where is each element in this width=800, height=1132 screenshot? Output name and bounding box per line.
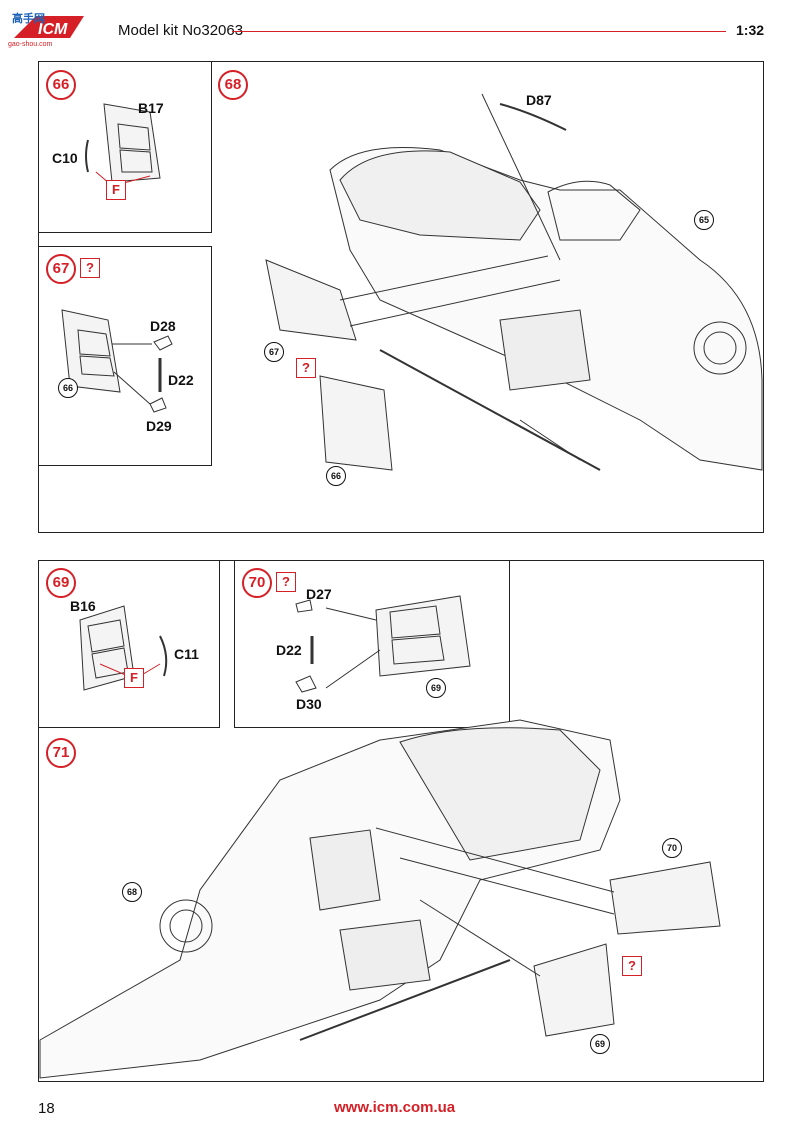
glue-f-icon: F	[106, 180, 126, 200]
helicopter-68-drawing	[265, 93, 763, 471]
part-d30-label: D30	[296, 696, 322, 712]
kit-scale: 1:32	[736, 22, 765, 38]
step-71-question-icon: ?	[622, 956, 642, 976]
step-69-number: 69	[46, 568, 76, 598]
part-b17-label: B17	[138, 100, 164, 116]
part-d29-label: D29	[146, 418, 172, 434]
door-67-drawing	[61, 309, 173, 413]
part-c10-label: C10	[52, 150, 78, 166]
step-66-number: 66	[46, 70, 76, 100]
step-70-question-icon: ?	[276, 572, 296, 592]
step-68-question-icon: ?	[296, 358, 316, 378]
door-b17-drawing	[85, 103, 161, 185]
header-rule	[232, 31, 726, 32]
kit-title: Model kit No32063	[118, 22, 244, 39]
part-d27-label: D27	[306, 586, 332, 602]
svg-text:gao-shou.com: gao-shou.com	[8, 41, 53, 48]
step-68-number: 68	[218, 70, 248, 100]
part-d22-label: D22	[168, 372, 194, 388]
svg-text:高手网: 高手网	[12, 11, 45, 25]
helicopter-71-drawing	[39, 719, 721, 1079]
svg-text:ICM: ICM	[38, 21, 68, 38]
part-d22-label-70: D22	[276, 642, 302, 658]
ref-step-66: 66	[58, 378, 78, 398]
step-67-question-icon: ?	[80, 258, 100, 278]
ref-step-69-b: 69	[590, 1034, 610, 1054]
step-67-number: 67	[46, 254, 76, 284]
website-link[interactable]: www.icm.com.ua	[334, 1099, 456, 1116]
ref-step-65: 65	[694, 210, 714, 230]
ref-step-70: 70	[662, 838, 682, 858]
part-d28-label: D28	[150, 318, 176, 334]
icm-logo: ICM 高手网 gao-shou.com	[6, 8, 106, 48]
step-70-number: 70	[242, 568, 272, 598]
door-70-drawing	[295, 595, 471, 693]
page-number: 18	[38, 1100, 55, 1117]
ref-step-68: 68	[122, 882, 142, 902]
step-71-number: 71	[46, 738, 76, 768]
part-d87-label: D87	[526, 92, 552, 108]
ref-step-66-b: 66	[326, 466, 346, 486]
part-b16-label: B16	[70, 598, 96, 614]
part-c11-label: C11	[174, 646, 199, 662]
ref-step-69: 69	[426, 678, 446, 698]
ref-step-67: 67	[264, 342, 284, 362]
glue-f-icon-69: F	[124, 668, 144, 688]
